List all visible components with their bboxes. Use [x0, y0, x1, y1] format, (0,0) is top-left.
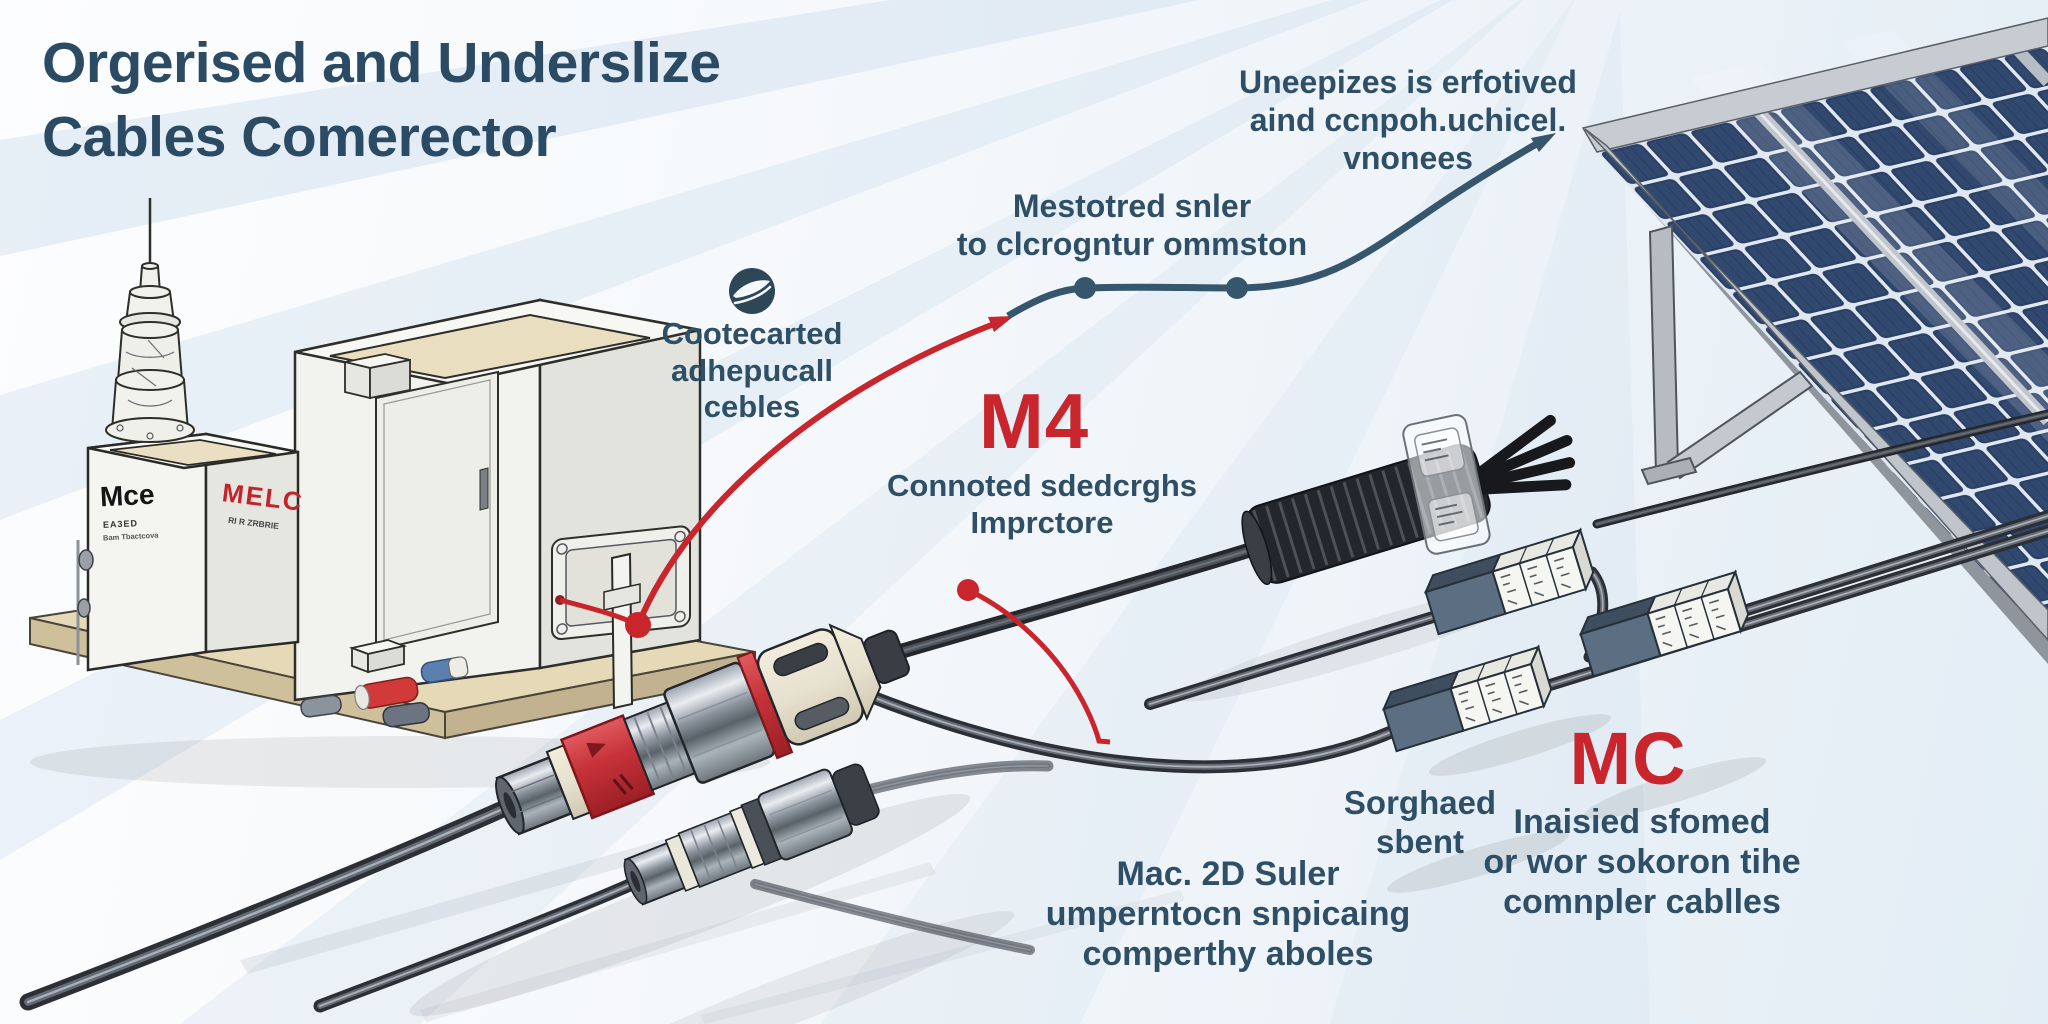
cable [1746, 515, 2048, 611]
conduit [1241, 414, 1576, 586]
title-line-1: Orgerised and Underslize [42, 31, 721, 95]
insulator-tower [105, 198, 195, 443]
annotation-line: umperntocn snpicaing [1045, 895, 1411, 934]
annotation-line: or wor sokoron tihe [1483, 843, 1801, 882]
annotation-sorghaed: Sorghaed sbent [1344, 784, 1496, 862]
cable [1596, 413, 2048, 525]
cabinet-labelled [76, 432, 300, 672]
cabinet-sub-black-1: EA3ED [102, 518, 139, 530]
red-wire-path [555, 316, 1014, 638]
cable [897, 547, 1255, 654]
inverter-station [29, 198, 756, 740]
annotation-bottom-right: Inaisied sfomed or wor sokoron tihe comn… [1483, 802, 1800, 922]
cable [849, 687, 1392, 768]
annotation-line: Mestotred snler [1012, 188, 1252, 224]
cable-connector-block [1578, 569, 1750, 678]
title-line-2: Cables Comerector [42, 105, 557, 170]
annotation-line: Mac. 2D Suler [1116, 855, 1340, 893]
panel-support [1640, 224, 1814, 486]
annotation-line: to clcrogntur ommston [956, 225, 1308, 262]
page-title: Orgerised and Underslize Cables Comerect… [42, 26, 721, 174]
cable [319, 883, 633, 1007]
cable [1149, 616, 1434, 705]
cabinet-label-black: Mce [99, 478, 156, 513]
cable [754, 883, 1031, 951]
solar-panel [1581, 17, 2048, 664]
annotation-line: comperthy aboles [1082, 935, 1374, 974]
annotation-line: Inaisied sfomed [1513, 803, 1771, 841]
annotation-line: vnonees [1343, 139, 1473, 176]
journey-line [1006, 133, 1556, 320]
mc4-connector-large [495, 623, 910, 836]
annotation-bottom-center: Mac. 2D Suler umperntocn snpicaing compe… [1046, 854, 1411, 974]
cable [26, 806, 507, 1004]
annotation-line: cebles [703, 389, 801, 425]
annotation-m4: Connoted sdedcrghs Imprctore [887, 468, 1197, 541]
spare-connectors [300, 639, 469, 728]
annotation-line: Imprctore [970, 504, 1114, 540]
annotation-line: aind ccnpoh.uchicel. [1249, 101, 1567, 138]
annotation-line: adhepucall [671, 352, 833, 388]
cable-clip [1402, 414, 1491, 555]
annotation-top-right: Uneepizes is erfotived aind ccnpoh.uchic… [1239, 64, 1577, 177]
cable-connector-block [1381, 644, 1553, 753]
cable-wires [1473, 414, 1576, 495]
cable-connector-block [1423, 527, 1595, 636]
annotation-line: comnpler cablles [1503, 883, 1781, 922]
annotation-line: Connoted sdedcrghs [886, 468, 1198, 503]
pv-cables [19, 409, 2048, 1013]
annotation-leaf-label: Cootecarted adhepucall cebles [662, 316, 843, 426]
mc-heading: MC [1569, 717, 1687, 800]
annotation-line: sbent [1375, 822, 1465, 860]
cable [867, 764, 1049, 791]
annotation-line: Uneepizes is erfotived [1239, 64, 1577, 100]
annotation-mid-right: Mestotred snler to clcrogntur ommston [957, 188, 1307, 264]
annotation-line: Sorghaed [1343, 784, 1497, 821]
annotation-line: Cootecarted [661, 316, 843, 351]
m4-heading: M4 [978, 377, 1090, 465]
red-pointer [957, 579, 1111, 745]
mc4-connector-small [623, 763, 880, 906]
leaf-icon [729, 268, 775, 314]
